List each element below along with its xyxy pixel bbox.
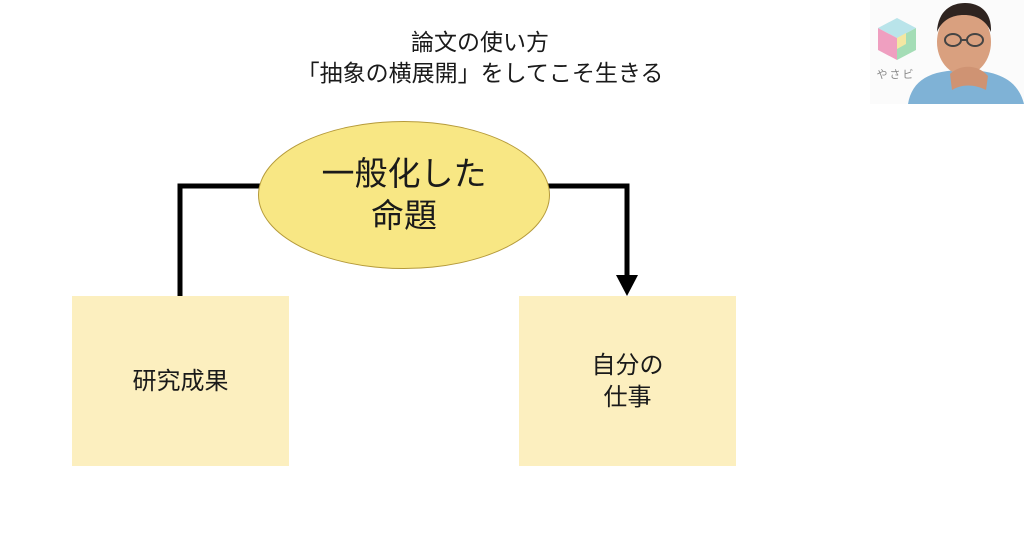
- research-results-label: 研究成果: [132, 367, 229, 395]
- slide-title: 論文の使い方 「抽象の横展開」をしてこそ生きる: [200, 28, 760, 90]
- title-line-2: 「抽象の横展開」をしてこそ生きる: [296, 61, 664, 87]
- title-line-1: 論文の使い方: [411, 30, 549, 56]
- cube-logo-icon: [878, 18, 916, 60]
- own-work-line-1: 自分の: [591, 351, 664, 379]
- general-proposition-line-2: 命題: [371, 196, 437, 235]
- presenter-webcam: やさビ: [870, 0, 1024, 104]
- logo-text: やさビ: [876, 68, 916, 81]
- general-proposition-node: 一般化した 命題: [258, 121, 550, 269]
- arrow-head-icon: [616, 275, 638, 296]
- own-work-line-2: 仕事: [603, 383, 652, 411]
- research-results-box: 研究成果: [72, 296, 289, 466]
- presenter-person-icon: [908, 3, 1024, 104]
- connector-left: [177, 183, 264, 296]
- general-proposition-line-1: 一般化した: [321, 154, 487, 193]
- own-work-box: 自分の 仕事: [519, 296, 736, 466]
- connector-right-arrow: [546, 183, 630, 277]
